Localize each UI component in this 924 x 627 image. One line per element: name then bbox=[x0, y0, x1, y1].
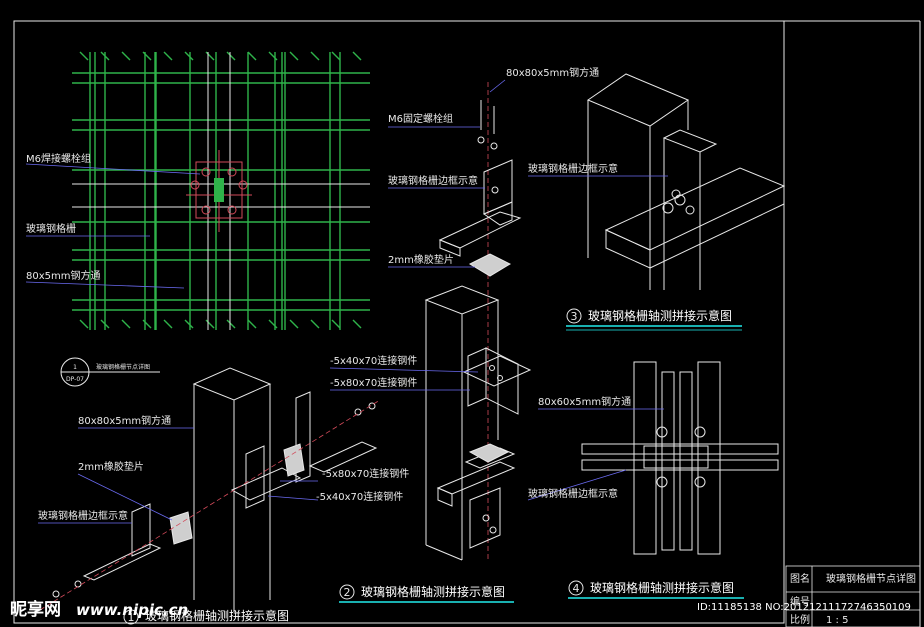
middle-column bbox=[424, 285, 532, 561]
label-d5-conn-80: -5x80x70连接钢件 bbox=[322, 467, 409, 480]
explode-axis bbox=[39, 399, 381, 611]
label-d5-conn-40: -5x40x70连接钢件 bbox=[316, 490, 403, 503]
view-title-4-text: 玻璃钢格栅轴测拼接示意图 bbox=[590, 580, 734, 595]
grid-bar bbox=[163, 51, 173, 61]
grid-bar bbox=[247, 319, 257, 329]
grid-bar bbox=[142, 51, 152, 61]
titleblock-name-value: 玻璃钢格栅节点详图 bbox=[826, 572, 916, 585]
grid-bar bbox=[205, 319, 215, 329]
grid-bar bbox=[331, 319, 341, 329]
view-title-3-text: 玻璃钢格栅轴测拼接示意图 bbox=[588, 308, 732, 323]
label-steel-tube-80x5: 80x5mm钢方通 bbox=[26, 269, 101, 282]
reference-bubble: 1 DP-07 玻璃钢格栅节点详图 bbox=[60, 357, 160, 387]
isometric-joint-3 bbox=[586, 73, 786, 290]
view-title-1: 1 玻璃钢格栅轴测拼接示意图 bbox=[123, 608, 289, 625]
top-bracket bbox=[438, 100, 522, 257]
titleblock-scale-label: 比例 bbox=[790, 613, 810, 626]
exploded-column-5 bbox=[52, 367, 378, 612]
grid-bar bbox=[268, 51, 278, 61]
rubber-pad-middle bbox=[468, 443, 510, 463]
grid-bar bbox=[142, 319, 152, 329]
ref-sheet: DP-07 bbox=[66, 376, 84, 383]
steel-tube-cross bbox=[72, 52, 370, 330]
label-d2-frame: 玻璃钢格栅边框示意 bbox=[388, 174, 478, 187]
grid-bar bbox=[310, 319, 320, 329]
detail1-leaders bbox=[25, 163, 201, 289]
grid-bar bbox=[289, 319, 299, 329]
view-title-2-num: 2 bbox=[344, 586, 351, 599]
titleblock-scale-value: 1 : 5 bbox=[826, 615, 848, 626]
grid-bar bbox=[121, 51, 131, 61]
detail4-leaders bbox=[527, 408, 664, 501]
titleblock-no-label: 编号 bbox=[790, 595, 810, 608]
view-title-1-num: 1 bbox=[128, 611, 135, 624]
ref-text: 玻璃钢格栅节点详图 bbox=[96, 363, 150, 371]
grid-joint-fill bbox=[214, 178, 224, 202]
grid-bar bbox=[121, 319, 131, 329]
label-d5-tube: 80x80x5mm钢方通 bbox=[78, 414, 171, 427]
ref-number: 1 bbox=[73, 364, 77, 371]
label-d5-pad: 2mm橡胶垫片 bbox=[78, 460, 144, 473]
grid-bar bbox=[184, 319, 194, 329]
grid-bar bbox=[352, 319, 362, 329]
drawing-border bbox=[13, 20, 785, 624]
grid-bar bbox=[100, 51, 110, 61]
view-title-4: 4 玻璃钢格栅轴测拼接示意图 bbox=[568, 580, 744, 599]
grid-bar bbox=[79, 319, 89, 329]
detail2-leaders bbox=[388, 79, 506, 268]
grid-bar bbox=[289, 51, 299, 61]
rubber-pad-right bbox=[283, 443, 305, 477]
rubber-pad-top bbox=[468, 253, 512, 277]
view-title-2-text: 玻璃钢格栅轴测拼接示意图 bbox=[361, 584, 505, 599]
label-d5-frame: 玻璃钢格栅边框示意 bbox=[38, 509, 128, 522]
grid-bar bbox=[226, 319, 236, 329]
grid-bar bbox=[247, 51, 257, 61]
grid-bar bbox=[331, 51, 341, 61]
grid-bar bbox=[184, 51, 194, 61]
detail5-leaders bbox=[38, 427, 319, 524]
title-block bbox=[785, 565, 921, 627]
label-d4-tube: 80x60x5mm钢方通 bbox=[538, 395, 631, 408]
grid-bar bbox=[268, 319, 278, 329]
grid-bar bbox=[205, 51, 215, 61]
label-d2-conn-40: -5x40x70连接钢件 bbox=[330, 354, 417, 367]
label-d3-frame: 玻璃钢格栅边框示意 bbox=[528, 162, 618, 175]
grid-bar bbox=[226, 51, 236, 61]
label-d2-pad: 2mm橡胶垫片 bbox=[388, 253, 454, 266]
label-d4-frame: 玻璃钢格栅边框示意 bbox=[528, 487, 618, 500]
titleblock-name-label: 图名 bbox=[790, 572, 810, 585]
rubber-pad-left bbox=[169, 511, 193, 545]
view-title-3-num: 3 bbox=[571, 310, 578, 323]
view-title-3: 3 玻璃钢格栅轴测拼接示意图 bbox=[566, 308, 742, 331]
label-d2-tube: 80x80x5mm钢方通 bbox=[506, 66, 599, 79]
elevation-joint-4 bbox=[581, 361, 779, 555]
watermark-logo: 昵享网 bbox=[10, 599, 61, 620]
grid-bar bbox=[310, 51, 320, 61]
grid-bar bbox=[163, 319, 173, 329]
view-title-4-num: 4 bbox=[573, 582, 580, 595]
view-title-2: 2 玻璃钢格栅轴测拼接示意图 bbox=[339, 584, 514, 603]
watermark-id: ID:11185138 NO:20121211172746350109 bbox=[697, 602, 911, 613]
label-glass-grating: 玻璃钢格栅 bbox=[26, 222, 76, 235]
label-m6-bolt: M6固定螺栓组 bbox=[388, 112, 453, 125]
grid-bar bbox=[352, 51, 362, 61]
label-weld-bolt: M6焊接螺栓组 bbox=[26, 152, 91, 165]
label-d2-conn-80: -5x80x70连接钢件 bbox=[330, 376, 417, 389]
grid-bar bbox=[100, 319, 110, 329]
view-title-1-text: 玻璃钢格栅轴测拼接示意图 bbox=[145, 608, 289, 623]
watermark-site: www.nipic.cn bbox=[76, 601, 188, 619]
detail2-conn-leaders bbox=[329, 367, 479, 391]
grid-bar bbox=[79, 51, 89, 61]
